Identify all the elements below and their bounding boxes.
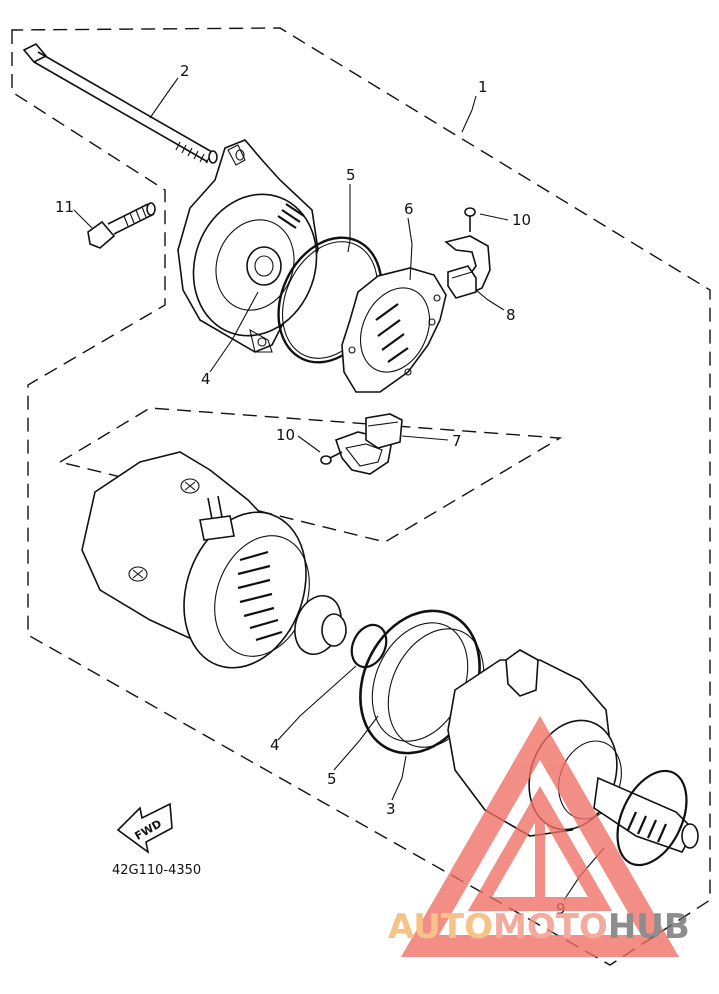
o-ring-front [616, 769, 688, 867]
fwd-arrow: FWD [116, 802, 173, 854]
callout-3: 3 [386, 800, 396, 818]
callout-5-lower: 5 [327, 770, 337, 788]
callout-2: 2 [180, 62, 190, 80]
watermark-text: AUTOMOTOHUB [388, 907, 690, 947]
watermark: AUTOMOTOHUB [388, 715, 690, 957]
callout-10-upper: 10 [512, 211, 531, 229]
callout-6: 6 [404, 200, 414, 218]
part-code: 42G110-4350 [112, 863, 201, 878]
callout-4-lower: 4 [270, 736, 280, 754]
brush-plate [341, 267, 447, 393]
mounting-bolt [87, 202, 156, 249]
callout-7: 7 [452, 432, 462, 450]
callout-5-upper: 5 [346, 166, 356, 184]
callout-8: 8 [506, 306, 516, 324]
assembly-boundary [11, 27, 711, 966]
callout-4-upper: 4 [201, 370, 211, 388]
brush-holder-lower [320, 413, 403, 475]
watermark-moto: MOTO [493, 907, 608, 947]
through-bolt [22, 43, 218, 164]
motor-yoke [81, 451, 347, 669]
watermark-auto: AUTO [388, 907, 493, 947]
watermark-triangle-logo [400, 715, 680, 957]
watermark-hub: HUB [608, 907, 690, 947]
callout-1: 1 [478, 78, 488, 96]
rear-end-cover [177, 139, 319, 353]
brush-holder-upper [444, 207, 491, 299]
callout-10-lower: 10 [276, 426, 295, 444]
callout-11: 11 [55, 198, 74, 216]
o-ring-small-lower [350, 623, 388, 669]
